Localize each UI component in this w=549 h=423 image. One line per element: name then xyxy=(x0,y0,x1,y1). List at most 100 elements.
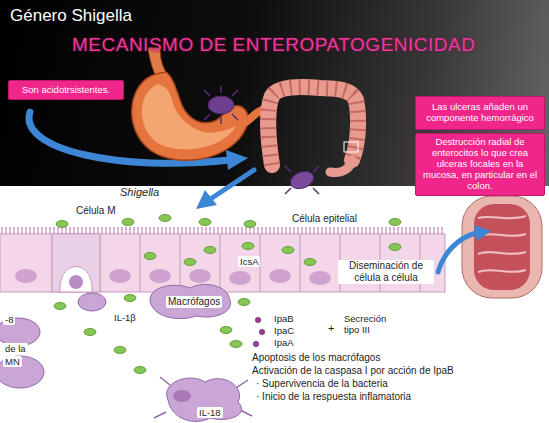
callout-text: Las ulceras añaden un componente hemorrá… xyxy=(420,102,540,124)
pmn-cell xyxy=(0,356,44,388)
shigella-bacterium xyxy=(184,259,196,266)
epithelial-layer xyxy=(189,269,211,283)
ipa-protein xyxy=(255,317,261,323)
blue-arrow xyxy=(196,190,217,209)
stomach xyxy=(142,84,236,149)
colon-section xyxy=(462,196,542,298)
shigella-bacterium xyxy=(124,295,136,302)
plus-sign: + xyxy=(326,322,336,335)
stomach xyxy=(132,48,262,160)
protein-label: IcsA xyxy=(238,256,260,267)
callout-text: Destrucción radial de enterocitos lo que… xyxy=(420,137,540,192)
shigella-bacterium xyxy=(389,219,401,226)
organism-label: Shigella xyxy=(118,186,161,199)
colon xyxy=(268,87,358,173)
m-cell xyxy=(52,234,100,292)
shigella-bacterium xyxy=(242,243,254,250)
colon-section xyxy=(474,204,530,290)
process-label: Secreción tipo III xyxy=(342,313,404,336)
blue-arrow xyxy=(226,150,248,170)
shigella-bacterium xyxy=(204,86,238,124)
shigella-bacterium xyxy=(244,221,256,228)
shigella-bacterium xyxy=(199,219,211,226)
shigella-bacterium xyxy=(285,166,319,194)
title: Género Shigella xyxy=(10,6,132,26)
ipa-protein xyxy=(253,341,259,347)
shigella-bacterium xyxy=(389,244,401,251)
shigella-bacterium xyxy=(220,327,232,334)
note-text: · Supervivencia de la bacteria xyxy=(254,378,390,390)
ipa-protein xyxy=(259,329,265,335)
m-cell xyxy=(52,234,100,292)
shigella-bacterium xyxy=(208,96,234,114)
cut-label: -8 xyxy=(3,314,15,325)
callout-text: Son acidotrsistentes. xyxy=(22,85,110,96)
blue-arrow xyxy=(474,225,491,241)
shigella-bacterium xyxy=(238,299,250,306)
macrophage xyxy=(78,293,106,311)
macrophage xyxy=(78,284,231,318)
shigella-bacterium xyxy=(285,166,319,194)
protein-label: IpaA xyxy=(272,337,296,348)
colon-section xyxy=(478,216,526,272)
shigella-bacterium xyxy=(56,221,68,228)
callout-box: Son acidotrsistentes. xyxy=(8,80,124,100)
colon xyxy=(268,87,358,165)
shigella-bacterium xyxy=(54,303,66,310)
cell-label: Célula epitelial xyxy=(290,213,359,225)
blue-arrow xyxy=(212,170,254,198)
note-text: Activación de la caspasa I por acción de… xyxy=(250,365,456,377)
epithelial-layer xyxy=(0,227,445,234)
note-text: Apoptosis de los macrófagos xyxy=(250,352,382,364)
process-label: Diseminación de célula a célula xyxy=(338,260,434,284)
protein-label: IpaC xyxy=(272,325,296,336)
epithelial-layer xyxy=(15,269,37,283)
epithelial-layer xyxy=(109,269,131,283)
blue-arrow xyxy=(196,170,254,209)
subtitle: MECANISMO DE ENTEROPATOGENICIDAD xyxy=(72,34,475,57)
protein-label: IpaB xyxy=(272,313,296,324)
epithelial-layer xyxy=(0,234,445,292)
shigella-bacterium xyxy=(54,215,401,374)
apoptotic-macrophage xyxy=(173,390,191,402)
note-text: · Inicio de la respuesta inflamatoria xyxy=(254,391,413,403)
cytokine-label: IL-1β xyxy=(112,312,138,323)
epithelial-layer xyxy=(149,269,171,283)
stomach xyxy=(132,72,248,160)
callout-box: Las ulceras añaden un componente hemorrá… xyxy=(415,96,545,130)
shigella-bacterium xyxy=(282,247,294,254)
shigella-bacterium xyxy=(134,367,146,374)
apoptotic-macrophage xyxy=(154,377,252,421)
cut-label: MN xyxy=(3,356,22,367)
shigella-bacterium xyxy=(288,168,316,191)
shigella-bacterium xyxy=(230,341,242,348)
colon-section xyxy=(462,196,542,298)
shigella-bacterium xyxy=(84,329,96,336)
cell-label: Célula M xyxy=(74,205,117,217)
shigella-bacterium xyxy=(159,215,171,222)
shigella-bacterium xyxy=(204,247,216,254)
shigella-bacterium xyxy=(122,219,134,226)
cut-label: de la xyxy=(3,343,28,354)
m-cell xyxy=(60,267,92,293)
shigella-bacterium xyxy=(114,347,126,354)
shigella-bacterium xyxy=(144,253,156,260)
shigella-bacterium xyxy=(304,259,316,266)
epithelial-layer xyxy=(309,271,331,285)
cytokine-label: IL-18 xyxy=(197,407,223,418)
m-cell xyxy=(69,275,83,289)
epithelial-layer xyxy=(229,271,251,285)
ipa-protein xyxy=(253,317,265,347)
blue-arrow xyxy=(438,225,491,272)
stomach xyxy=(246,110,262,122)
blue-arrow xyxy=(438,233,476,272)
cell-label: Macrófagos xyxy=(166,296,222,308)
macrophage xyxy=(150,284,231,318)
epithelial-layer xyxy=(269,269,291,283)
colon xyxy=(268,87,358,165)
pmn-cell xyxy=(0,318,44,388)
shigella-bacterium xyxy=(204,86,238,124)
epithelial-layer xyxy=(0,227,445,292)
colon xyxy=(344,142,358,152)
